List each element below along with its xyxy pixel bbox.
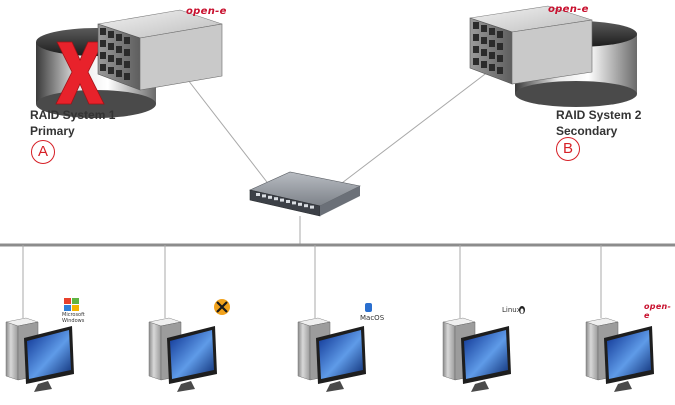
rack-server-icon bbox=[469, 5, 593, 85]
client-1-workstation-icon bbox=[5, 317, 74, 392]
monitor-icon bbox=[24, 326, 74, 392]
open-e-logo-raid-2: open-e bbox=[548, 4, 589, 15]
raid-2-badge: B bbox=[556, 137, 580, 161]
monitor-icon bbox=[604, 326, 654, 392]
x-logo-icon bbox=[214, 299, 230, 315]
network-switch-icon bbox=[249, 171, 361, 217]
raid-2-role: Secondary bbox=[556, 124, 618, 138]
raid-1-role: Primary bbox=[30, 124, 75, 138]
client-2-workstation-icon bbox=[148, 317, 217, 392]
rack-server-icon bbox=[97, 9, 223, 91]
client-workstations bbox=[5, 317, 654, 392]
windows-logo-icon bbox=[64, 298, 79, 311]
monitor-icon bbox=[461, 326, 511, 392]
client-3-workstation-icon bbox=[297, 317, 366, 392]
monitor-icon bbox=[316, 326, 366, 392]
raid-2-title: RAID System 2 bbox=[556, 108, 642, 122]
macos-logo-text: MacOS bbox=[360, 314, 385, 322]
raid-1-title: RAID System 1 bbox=[30, 108, 116, 122]
link-raid2-to-switch bbox=[337, 64, 498, 187]
open-e-logo-raid-1: open-e bbox=[186, 6, 227, 17]
failure-x-icon bbox=[55, 41, 105, 105]
raid-system-2-icon bbox=[469, 5, 637, 107]
raid-system-1-icon bbox=[36, 9, 223, 118]
windows-logo-text: Microsoft Windows bbox=[62, 312, 85, 324]
network-links bbox=[0, 64, 675, 318]
client-4-workstation-icon bbox=[442, 317, 511, 392]
macos-logo-icon bbox=[365, 303, 372, 312]
client-5-workstation-icon bbox=[585, 317, 654, 392]
linux-logo-icon bbox=[519, 306, 525, 314]
monitor-icon bbox=[167, 326, 217, 392]
link-raid1-to-switch bbox=[187, 79, 271, 187]
linux-logo-text: Linux bbox=[502, 306, 521, 314]
raid-1-badge: A bbox=[31, 140, 55, 164]
open-e-logo-client-5: open-e bbox=[644, 302, 672, 320]
